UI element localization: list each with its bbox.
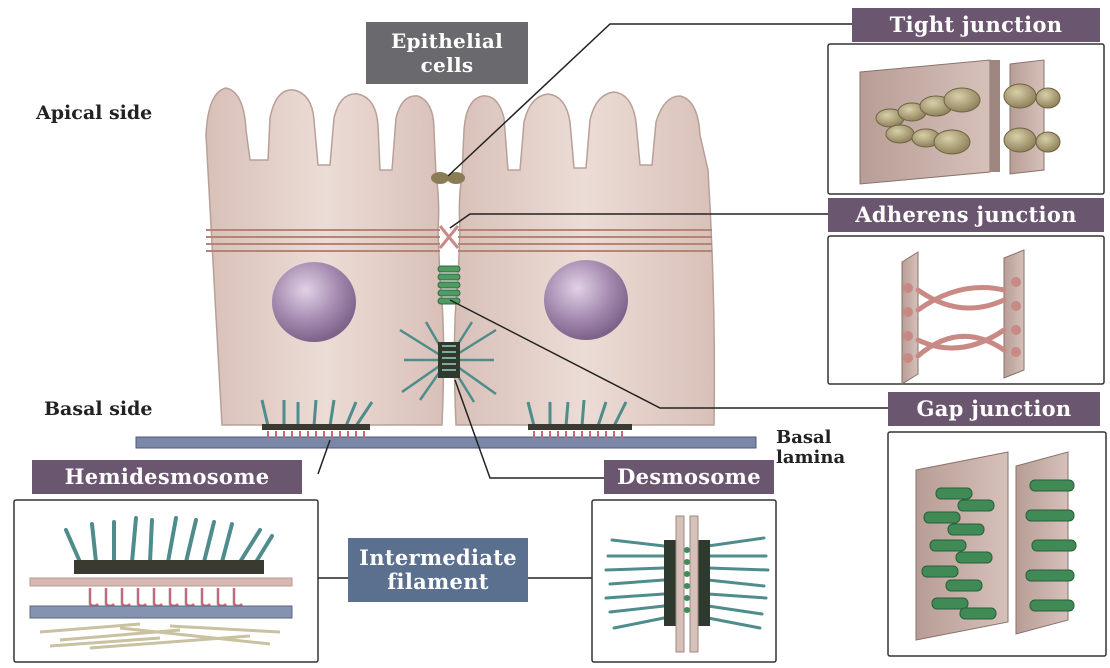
cell-tight-junction <box>431 172 465 184</box>
hemidesmosome-label: Hemidesmosome <box>32 460 302 494</box>
right-epithelial-cell <box>454 92 714 425</box>
adherens-junction-panel <box>828 236 1104 384</box>
epithelial-cells-label: Epithelial cells <box>366 22 528 84</box>
desmosome-label: Desmosome <box>604 460 774 494</box>
apical-side-label: Apical side <box>36 102 196 124</box>
tight-junction-label: Tight junction <box>852 8 1100 42</box>
left-nucleus <box>272 262 356 342</box>
basal-side-label: Basal side <box>44 398 204 420</box>
basal-lamina-label: Basal lamina <box>776 428 866 468</box>
intermediate-filament-label: Intermediate filament <box>348 538 528 602</box>
cell-gap-junction <box>438 266 460 304</box>
tight-junction-panel <box>828 44 1104 194</box>
right-nucleus <box>544 260 628 340</box>
hemidesmosome-panel <box>14 500 318 662</box>
desmosome-panel <box>592 500 776 662</box>
cell-adherens-junction <box>440 226 458 248</box>
left-epithelial-cell <box>206 88 444 425</box>
basal-lamina-bar <box>136 437 756 448</box>
gap-junction-label: Gap junction <box>888 392 1100 426</box>
adherens-junction-label: Adherens junction <box>828 198 1104 232</box>
gap-junction-panel <box>888 432 1106 656</box>
